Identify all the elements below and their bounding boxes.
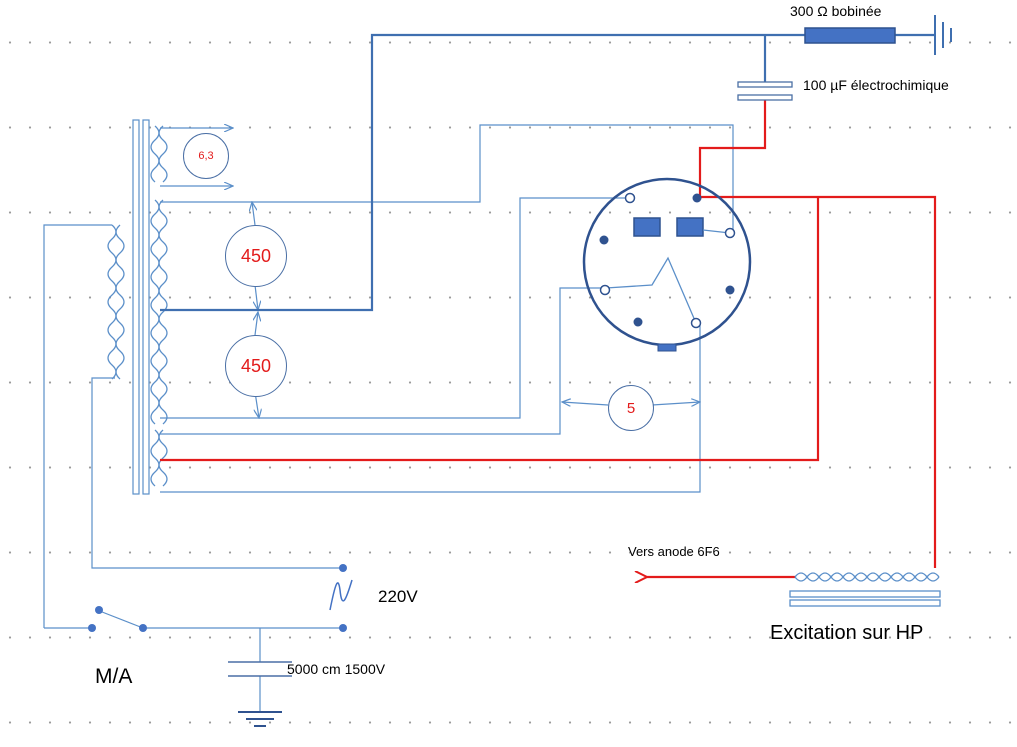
resistor-label: 300 Ω bobinée [790,3,882,19]
earth-symbol-bottom [238,711,282,727]
transformer-core [132,119,150,495]
resistor-300-ohm [804,27,896,44]
hv-lower-winding-label: 450 [225,335,287,397]
capacitor-top-label: 100 µF électrochimique [803,77,949,93]
hv-arrows [252,202,700,418]
primary-winding [107,224,125,380]
ac-wave-symbol [329,579,353,611]
rectifier-heater-value: 5 [626,399,636,417]
rectifier-tube-socket [582,177,752,352]
capacitor-bottom-label: 5000 cm 1500V [287,661,386,677]
thin-wiring [43,124,734,712]
anode-label: Vers anode 6F6 [628,544,720,559]
hv-lower-winding-value: 450 [240,355,272,376]
red-wiring [160,100,937,577]
secondary-windings [150,125,168,487]
mains-label: 220V [378,587,418,606]
hv-upper-winding-label: 450 [225,225,287,287]
b-plus-wiring [160,33,935,312]
speaker-label: Excitation sur HP [770,622,924,644]
hv-upper-winding-value: 450 [240,245,272,266]
earth-symbol-top [934,15,952,55]
heater-winding-value: 6,3 [198,150,214,162]
speaker-field-coil [789,572,941,607]
capacitor-100uf [737,81,793,101]
heater-outputs [160,128,233,186]
mains-switch [88,564,347,632]
heater-winding-label: 6,3 [183,133,229,179]
rectifier-heater-label: 5 [608,385,654,431]
switch-label: M/A [95,665,133,688]
capacitor-5000cm [228,661,292,677]
